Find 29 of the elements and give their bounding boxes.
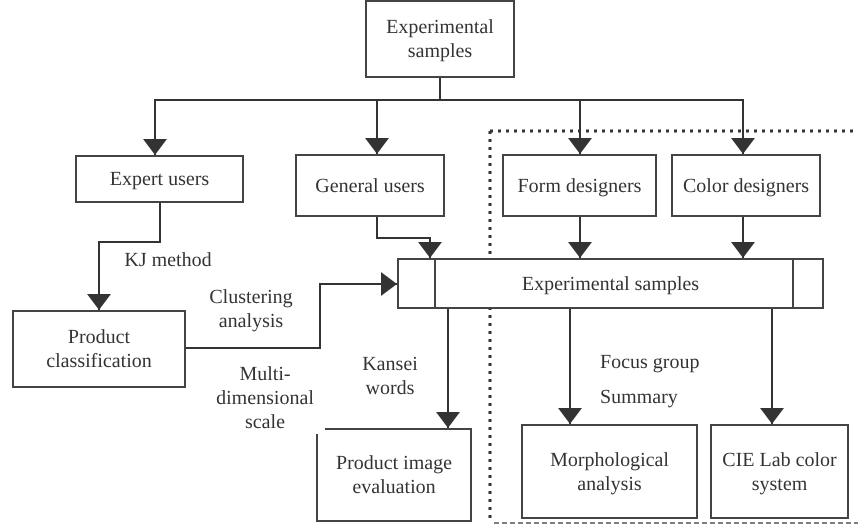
arrow bbox=[760, 309, 784, 424]
arrow bbox=[436, 309, 460, 428]
arrow bbox=[186, 272, 397, 349]
arrow bbox=[731, 217, 755, 258]
arrow bbox=[439, 78, 755, 154]
process-box bbox=[710, 424, 849, 519]
box-label: General users bbox=[315, 174, 425, 198]
process-box bbox=[75, 155, 244, 203]
process-box bbox=[12, 310, 186, 388]
arrow bbox=[558, 309, 582, 424]
process-box bbox=[295, 154, 445, 217]
box-label: Color designers bbox=[682, 174, 810, 198]
arrow bbox=[376, 217, 442, 258]
box-label: Product classification bbox=[45, 325, 153, 373]
arrow bbox=[568, 217, 592, 258]
box-label: Experimental samples bbox=[385, 15, 495, 63]
box-label: Experimental samples bbox=[522, 272, 700, 296]
process-box bbox=[316, 428, 472, 522]
arrow bbox=[87, 203, 161, 310]
box-label: Morphological analysis bbox=[549, 448, 670, 496]
box-label: Form designers bbox=[518, 174, 642, 198]
process-box bbox=[502, 154, 657, 217]
process-box bbox=[671, 154, 821, 217]
box-label: Expert users bbox=[110, 167, 210, 191]
box-label: CIE Lab color system bbox=[721, 448, 838, 496]
process-box bbox=[365, 0, 515, 78]
process-bar bbox=[397, 258, 824, 309]
box-label: Product image evaluation bbox=[334, 451, 454, 499]
process-box bbox=[521, 424, 698, 519]
